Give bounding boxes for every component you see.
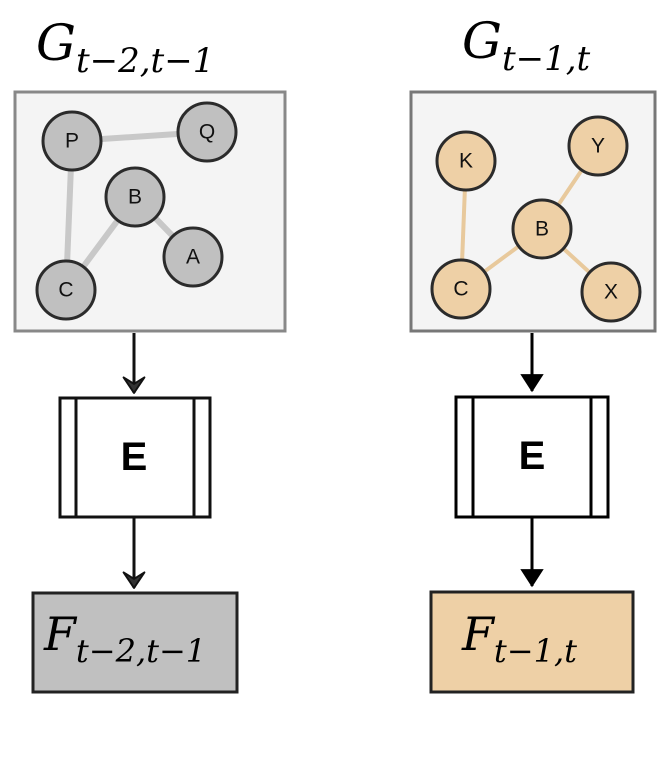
panel-left: Gt−2,t−1 P Q B C (13, 14, 287, 694)
node-label: B (128, 186, 142, 209)
node-label: B (535, 218, 549, 241)
node-k: K (435, 130, 497, 192)
node-b: B (104, 166, 166, 228)
node-label: C (58, 279, 73, 302)
graph-title-left: Gt−2,t−1 (36, 14, 214, 81)
output-label: Ft−2,t−1 (43, 607, 206, 670)
graph-nodes-right: K Y B C X (430, 115, 642, 323)
node-a: A (162, 226, 224, 288)
output-box (429, 590, 635, 694)
node-circle (176, 101, 238, 163)
node-p: P (41, 110, 103, 172)
encoder-label: E (121, 435, 148, 479)
encoder-box (58, 396, 212, 519)
node-label: K (459, 150, 473, 173)
encoder-box (454, 395, 610, 519)
node-c: C (35, 259, 97, 321)
output-right: Ft−1,t (429, 590, 635, 694)
node-label: C (453, 278, 468, 301)
graph-nodes-left: P Q B C A (35, 101, 238, 321)
node-circle (430, 258, 492, 320)
node-circle (567, 115, 629, 177)
encoder-label: E (519, 434, 546, 478)
node-label: A (186, 246, 200, 269)
node-circle (435, 130, 497, 192)
graph-title-right: Gt−1,t (462, 12, 591, 79)
node-label: X (604, 281, 618, 304)
node-x: X (580, 261, 642, 323)
node-b: B (511, 198, 573, 260)
panel-right: Gt−1,t K Y B C (409, 12, 657, 694)
output-left: Ft−2,t−1 (31, 591, 239, 694)
output-box (31, 591, 239, 694)
node-q: Q (176, 101, 238, 163)
node-label: Q (199, 121, 215, 144)
node-circle (511, 198, 573, 260)
node-circle (41, 110, 103, 172)
encoder-left: E (58, 396, 212, 519)
node-label: P (65, 130, 79, 153)
encoder-right: E (454, 395, 610, 519)
node-circle (35, 259, 97, 321)
node-circle (104, 166, 166, 228)
output-label: Ft−1,t (461, 607, 577, 670)
node-c: C (430, 258, 492, 320)
node-circle (580, 261, 642, 323)
node-circle (162, 226, 224, 288)
node-label: Y (591, 135, 605, 158)
node-y: Y (567, 115, 629, 177)
